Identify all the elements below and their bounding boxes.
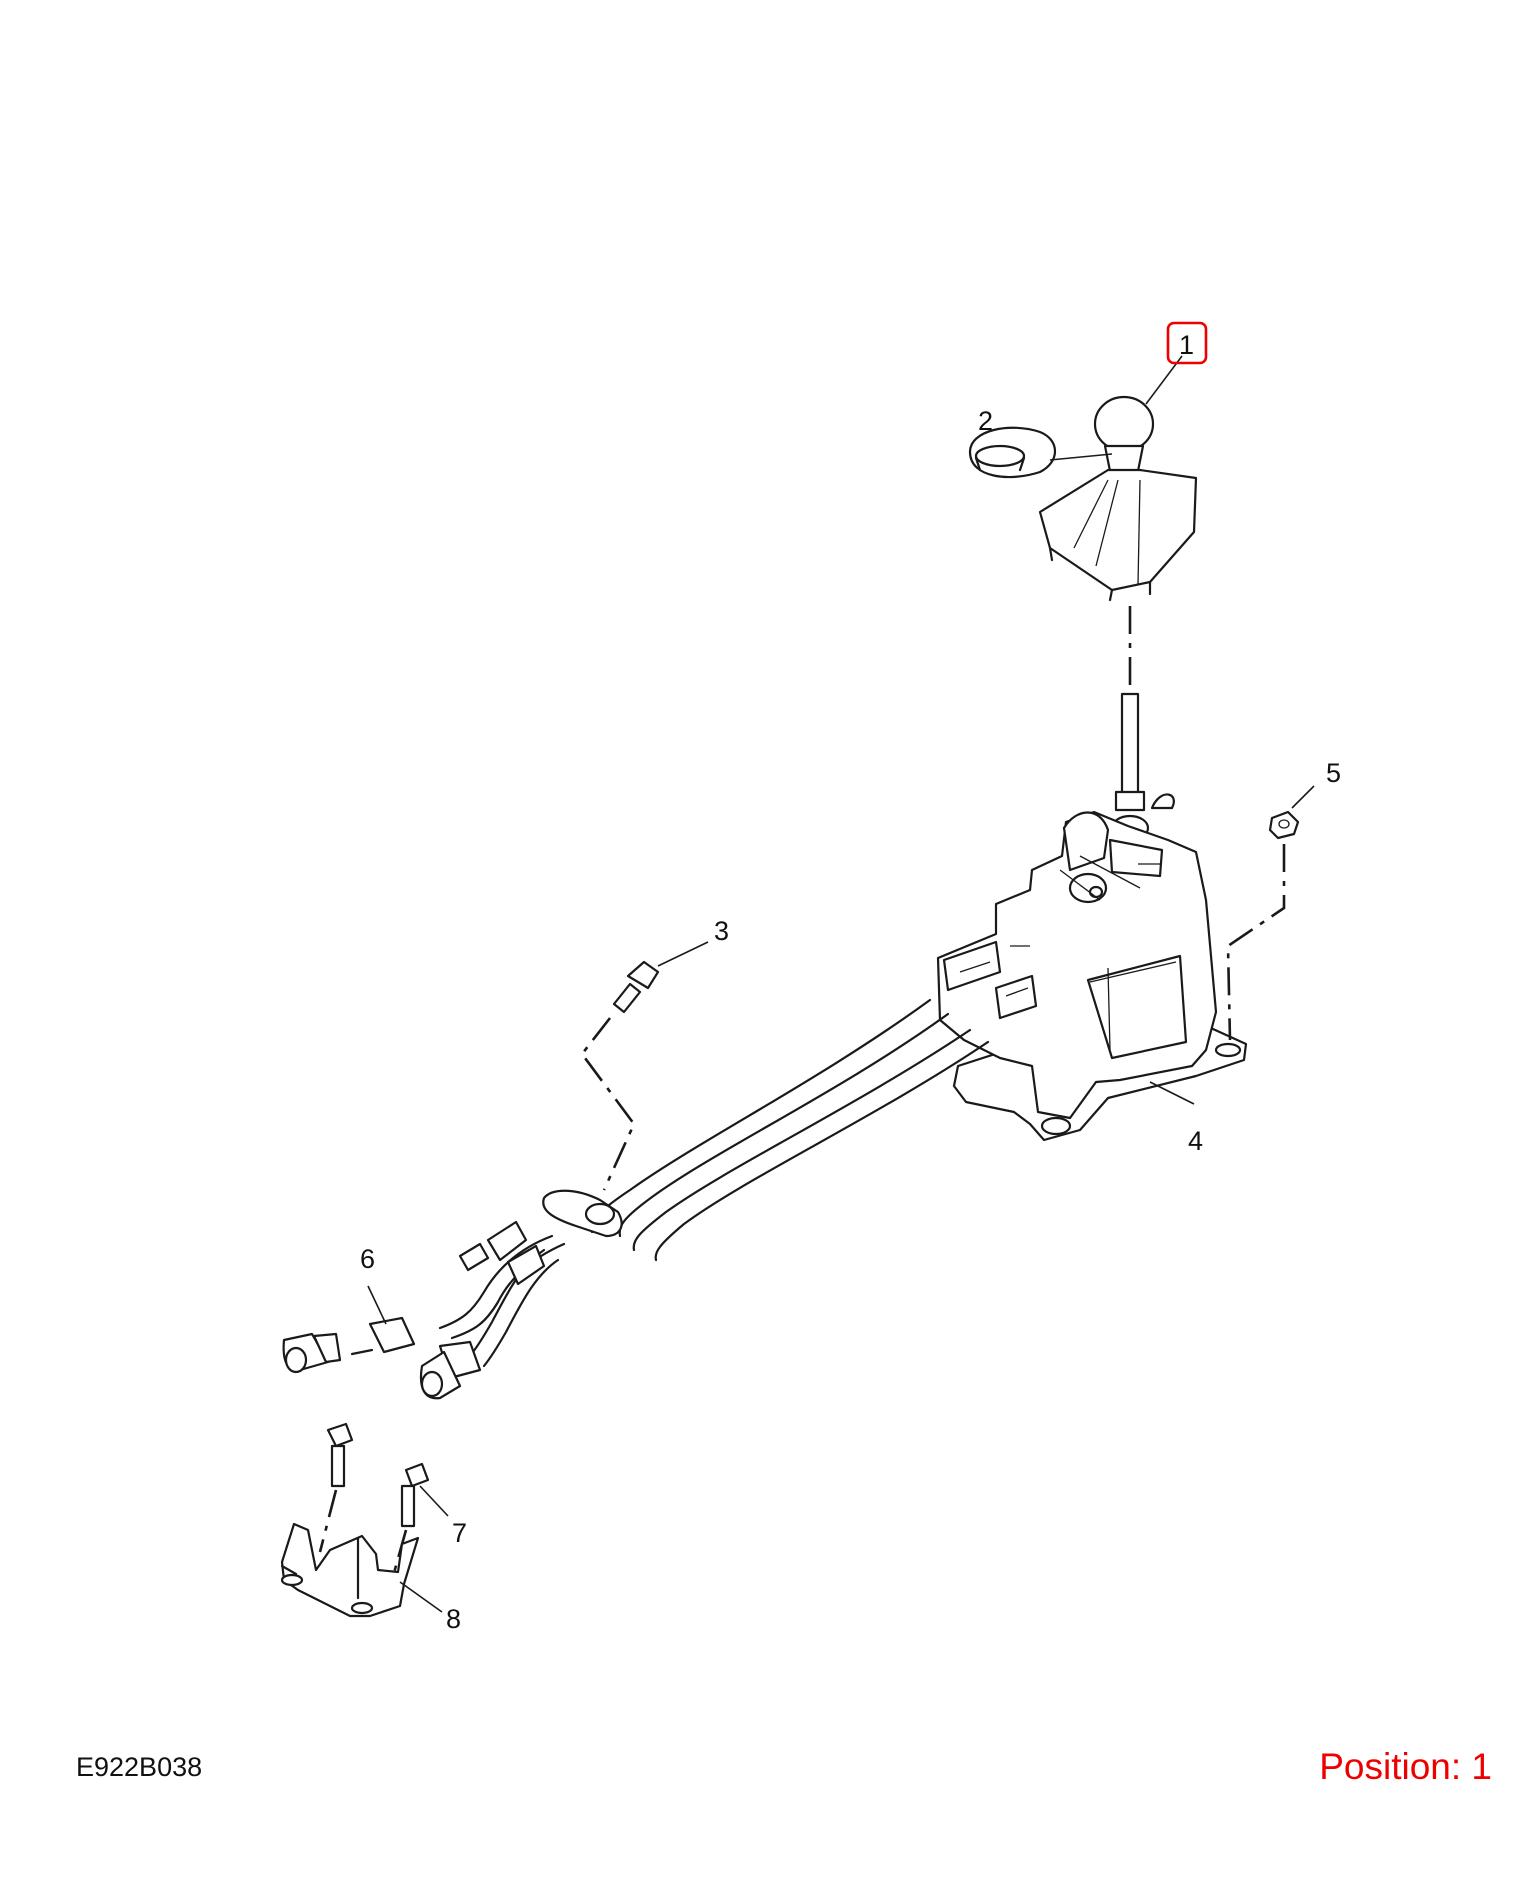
position-label: Position: 1 — [1319, 1746, 1492, 1787]
part-5-nut[interactable] — [1268, 810, 1300, 840]
part-1-shift-knob-boot[interactable] — [1038, 395, 1198, 602]
part-6-cable-ends[interactable] — [282, 1316, 482, 1400]
part-7-bolts[interactable] — [326, 1422, 430, 1528]
callout-7[interactable]: 7 — [452, 1518, 467, 1548]
part-3-bolt[interactable] — [612, 960, 660, 1014]
callout-8[interactable]: 8 — [446, 1604, 461, 1634]
callout-6[interactable]: 6 — [360, 1244, 375, 1274]
callout-2[interactable]: 2 — [978, 406, 993, 436]
shift-cables — [438, 998, 990, 1368]
part-8-bracket[interactable] — [280, 1522, 420, 1618]
callouts: 1 2 3 4 5 6 7 8 — [360, 321, 1341, 1634]
part-2-clip-ring[interactable] — [968, 426, 1056, 479]
part-4-shift-housing[interactable] — [936, 692, 1248, 1142]
callout-5[interactable]: 5 — [1326, 758, 1341, 788]
callout-4[interactable]: 4 — [1188, 1126, 1203, 1156]
callout-1[interactable]: 1 — [1179, 330, 1194, 360]
diagram-code: E922B038 — [76, 1752, 203, 1782]
callout-1-highlight-box — [1166, 321, 1208, 365]
callout-3[interactable]: 3 — [714, 916, 729, 946]
